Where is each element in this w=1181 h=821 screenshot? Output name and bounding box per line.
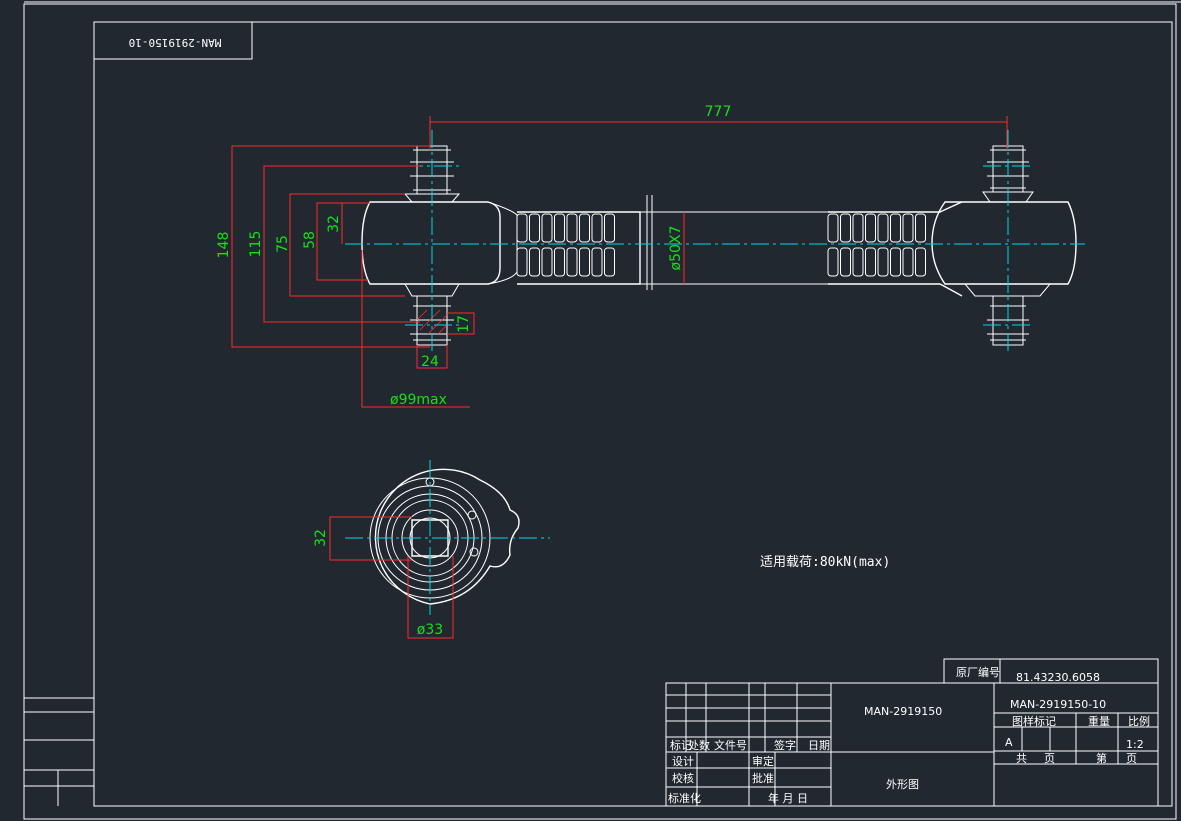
scale-value: 1:2 [1126, 738, 1144, 751]
rib [915, 247, 926, 277]
sheet-unit: 页 [1044, 752, 1055, 765]
code-box [93, 21, 253, 60]
dim-24: 24 [421, 354, 439, 370]
rib [877, 247, 889, 277]
factory-no-label: 原厂编号 [956, 665, 1000, 679]
dim-length: 777 [705, 104, 732, 120]
rev-header-date: 日期 [808, 739, 830, 752]
rib [865, 213, 876, 243]
rib [604, 247, 615, 277]
rib [554, 247, 565, 277]
tube-ribs [516, 213, 926, 277]
rib [840, 247, 851, 277]
rib [902, 247, 914, 277]
rib [529, 247, 540, 277]
rib [566, 247, 578, 277]
rib [840, 213, 851, 243]
rib [516, 213, 528, 243]
rib [902, 213, 914, 243]
rib [591, 247, 603, 277]
date-label: 年 月 日 [768, 791, 808, 805]
total-label: 共 [1016, 752, 1027, 765]
rib [579, 213, 590, 243]
binding-strip [24, 697, 94, 806]
check-label: 校核 [672, 771, 694, 785]
std-label: 标准化 [668, 791, 701, 805]
dim-32: 32 [326, 215, 342, 233]
dimension-lines-front [231, 116, 1008, 408]
review-label: 审定 [752, 754, 774, 768]
rib [554, 213, 565, 243]
part-name: MAN-2919150 [864, 705, 942, 718]
rib [529, 213, 540, 243]
stage-mark-label: 图样标记 [1012, 714, 1056, 728]
dim-17: 17 [456, 315, 472, 333]
rev-header-file: 文件号 [714, 738, 747, 752]
approve-label: 批准 [752, 771, 774, 785]
dim-side-33: ø33 [417, 622, 443, 638]
rib [604, 213, 615, 243]
dim-side-32: 32 [313, 529, 329, 547]
rev-header-count: 处数 [688, 739, 710, 752]
rib [591, 213, 603, 243]
stage-mark: A [1005, 736, 1013, 749]
center-lines-front [345, 130, 1085, 352]
rib [827, 213, 839, 243]
sheet-unit-2: 页 [1126, 752, 1137, 765]
rib [852, 247, 864, 277]
rib [541, 213, 553, 243]
dim-99max: ø99max [390, 392, 447, 408]
rib [865, 247, 876, 277]
rev-header-mark: 标记 [670, 738, 692, 752]
sheet-label: 第 [1096, 751, 1107, 765]
drawing-title: 外形图 [886, 778, 919, 791]
scale-label: 比例 [1128, 714, 1150, 728]
dim-58: 58 [302, 231, 318, 249]
load-note: 适用载荷:80kN(max) [760, 555, 890, 570]
rib [566, 213, 578, 243]
weight-label: 重量 [1088, 714, 1110, 728]
dim-75: 75 [275, 235, 291, 253]
outer-frame [23, 3, 1177, 820]
side-view [345, 460, 550, 615]
drawing-no: MAN-2919150-10 [1010, 698, 1106, 711]
rib [579, 247, 590, 277]
dim-148: 148 [216, 232, 232, 259]
factory-no: 81.43230.6058 [1016, 671, 1100, 684]
design-label: 设计 [672, 755, 694, 768]
dim-50x7: ø50X7 [668, 226, 684, 271]
dim-115: 115 [248, 231, 264, 258]
inner-frame [93, 21, 1173, 807]
rib [852, 213, 864, 243]
rib [516, 247, 528, 277]
dimension-lines-side [329, 516, 454, 639]
rib [877, 213, 889, 243]
title-block [665, 658, 1159, 807]
code-box-text: MAN-2919150-10 [129, 36, 222, 49]
rib [890, 213, 901, 243]
rib [541, 247, 553, 277]
rib [915, 213, 926, 243]
rib [890, 247, 901, 277]
rev-header-sign: 签字 [774, 738, 796, 752]
rib [827, 247, 839, 277]
